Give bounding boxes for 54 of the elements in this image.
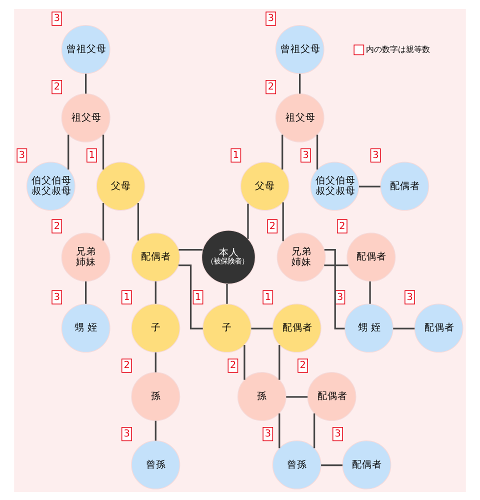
node-label: 1 [195, 291, 202, 302]
connector [299, 73, 301, 94]
node-label: 1 [264, 291, 272, 302]
node-label: 3 [268, 12, 274, 24]
connector [154, 280, 156, 304]
node-label: 3 [406, 291, 413, 302]
connector [282, 134, 284, 170]
node-label: 3 [372, 149, 379, 160]
node-label: 2 [268, 81, 274, 92]
connector [137, 202, 140, 240]
node-label: 2 [124, 360, 130, 371]
connector [316, 134, 318, 170]
node-label: 3 [302, 149, 309, 160]
connector [68, 134, 70, 170]
node-label: 3 [334, 428, 341, 440]
connector [358, 185, 380, 187]
node-label: 1 [88, 149, 95, 160]
connector [226, 284, 228, 304]
connector [369, 280, 371, 304]
node-label: 3 [54, 12, 60, 24]
connector [251, 327, 273, 329]
node-label: 1 [232, 149, 240, 160]
node-label: 2 [54, 81, 60, 92]
node-label: 3 [18, 149, 26, 160]
node-label: 3 [54, 291, 60, 302]
connector [278, 412, 280, 448]
connector [286, 396, 308, 398]
connector [102, 202, 104, 240]
connector [102, 134, 104, 170]
node-label: 2 [339, 220, 346, 232]
node-label: 2 [230, 360, 236, 371]
connector [178, 248, 203, 250]
connector [278, 344, 280, 380]
node-label: 2 [300, 360, 306, 371]
connector [244, 344, 246, 380]
node-circle: 本人 （被保険者） [201, 230, 256, 284]
node-label: 3 [124, 428, 130, 440]
connector [393, 327, 415, 329]
connector [314, 412, 316, 448]
node-label: 2 [269, 220, 276, 232]
connector [154, 352, 156, 372]
connector [247, 203, 249, 238]
connector [154, 420, 156, 440]
connector [85, 280, 87, 304]
node-label: 1 [124, 291, 130, 302]
node-circle: 配偶者 [131, 232, 180, 282]
connector [282, 202, 284, 241]
connector [321, 464, 342, 466]
connector [324, 264, 348, 266]
connector [85, 73, 87, 94]
node-label: 2 [54, 220, 60, 232]
node-label: 3 [264, 428, 272, 440]
node-label: 3 [336, 291, 344, 302]
legend-label: 内の数字は親等数 [366, 43, 430, 54]
